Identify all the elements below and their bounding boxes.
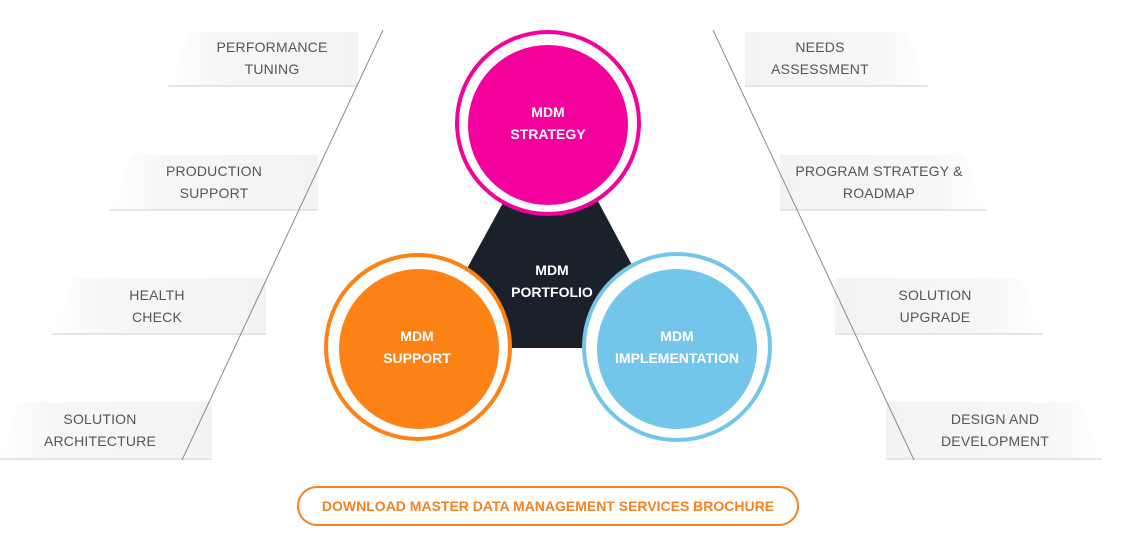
item-line-2: DEVELOPMENT [941, 433, 1049, 449]
right-band-1 [745, 32, 928, 86]
left-item-performance-tuning: PERFORMANCE TUNING [182, 36, 362, 80]
item-line-1: NEEDS [795, 39, 845, 55]
item-line-1: HEALTH [129, 287, 185, 303]
right-band-3 [835, 278, 1043, 334]
implementation-label: MDM IMPLEMENTATION [577, 325, 777, 369]
left-band-1 [168, 32, 358, 86]
item-line-1: SOLUTION [898, 287, 972, 303]
right-band-4 [886, 402, 1102, 459]
portfolio-label-line-1: MDM [535, 262, 569, 278]
left-band-3 [52, 278, 266, 334]
strategy-label-line-2: STRATEGY [510, 126, 586, 142]
item-line-2: TUNING [244, 61, 300, 77]
strategy-label-line-1: MDM [531, 104, 565, 120]
item-line-2: UPGRADE [899, 309, 971, 325]
item-line-1: SOLUTION [63, 411, 137, 427]
right-item-needs-assessment: NEEDS ASSESSMENT [730, 36, 910, 80]
implementation-label-line-1: MDM [660, 328, 694, 344]
left-item-production-support: PRODUCTION SUPPORT [124, 160, 304, 204]
support-circle [339, 269, 499, 429]
left-divider-line [181, 29, 384, 461]
left-item-solution-architecture: SOLUTION ARCHITECTURE [10, 408, 190, 452]
strategy-circle [468, 45, 628, 205]
item-line-2: ARCHITECTURE [43, 433, 157, 449]
right-item-solution-upgrade: SOLUTION UPGRADE [845, 284, 1025, 328]
item-line-2: CHECK [131, 309, 182, 325]
portfolio-label: MDM PORTFOLIO [452, 259, 652, 303]
item-line-2: ASSESSMENT [771, 61, 869, 77]
left-band-4 [0, 402, 212, 459]
right-item-program-strategy-roadmap: PROGRAM STRATEGY & ROADMAP [789, 160, 969, 204]
item-line-1: PROGRAM STRATEGY & [795, 163, 963, 179]
item-line-2: ROADMAP [842, 185, 916, 201]
item-line-1: DESIGN AND [950, 411, 1040, 427]
implementation-circle [597, 269, 757, 429]
support-label-line-1: MDM [400, 328, 434, 344]
item-line-2: SUPPORT [179, 185, 249, 201]
item-line-1: PERFORMANCE [216, 39, 328, 55]
left-item-health-check: HEALTH CHECK [67, 284, 247, 328]
strategy-label: MDM STRATEGY [448, 101, 648, 145]
portfolio-label-line-2: PORTFOLIO [511, 284, 593, 300]
support-label-line-2: SUPPORT [383, 350, 451, 366]
right-band-2 [780, 155, 986, 210]
left-band-2 [110, 155, 318, 210]
support-label: MDM SUPPORT [317, 325, 517, 369]
item-line-1: PRODUCTION [165, 163, 263, 179]
download-brochure-button[interactable]: DOWNLOAD MASTER DATA MANAGEMENT SERVICES… [297, 486, 799, 526]
right-divider-line [712, 29, 915, 461]
right-item-design-development: DESIGN AND DEVELOPMENT [905, 408, 1085, 452]
implementation-label-line-2: IMPLEMENTATION [615, 350, 739, 366]
